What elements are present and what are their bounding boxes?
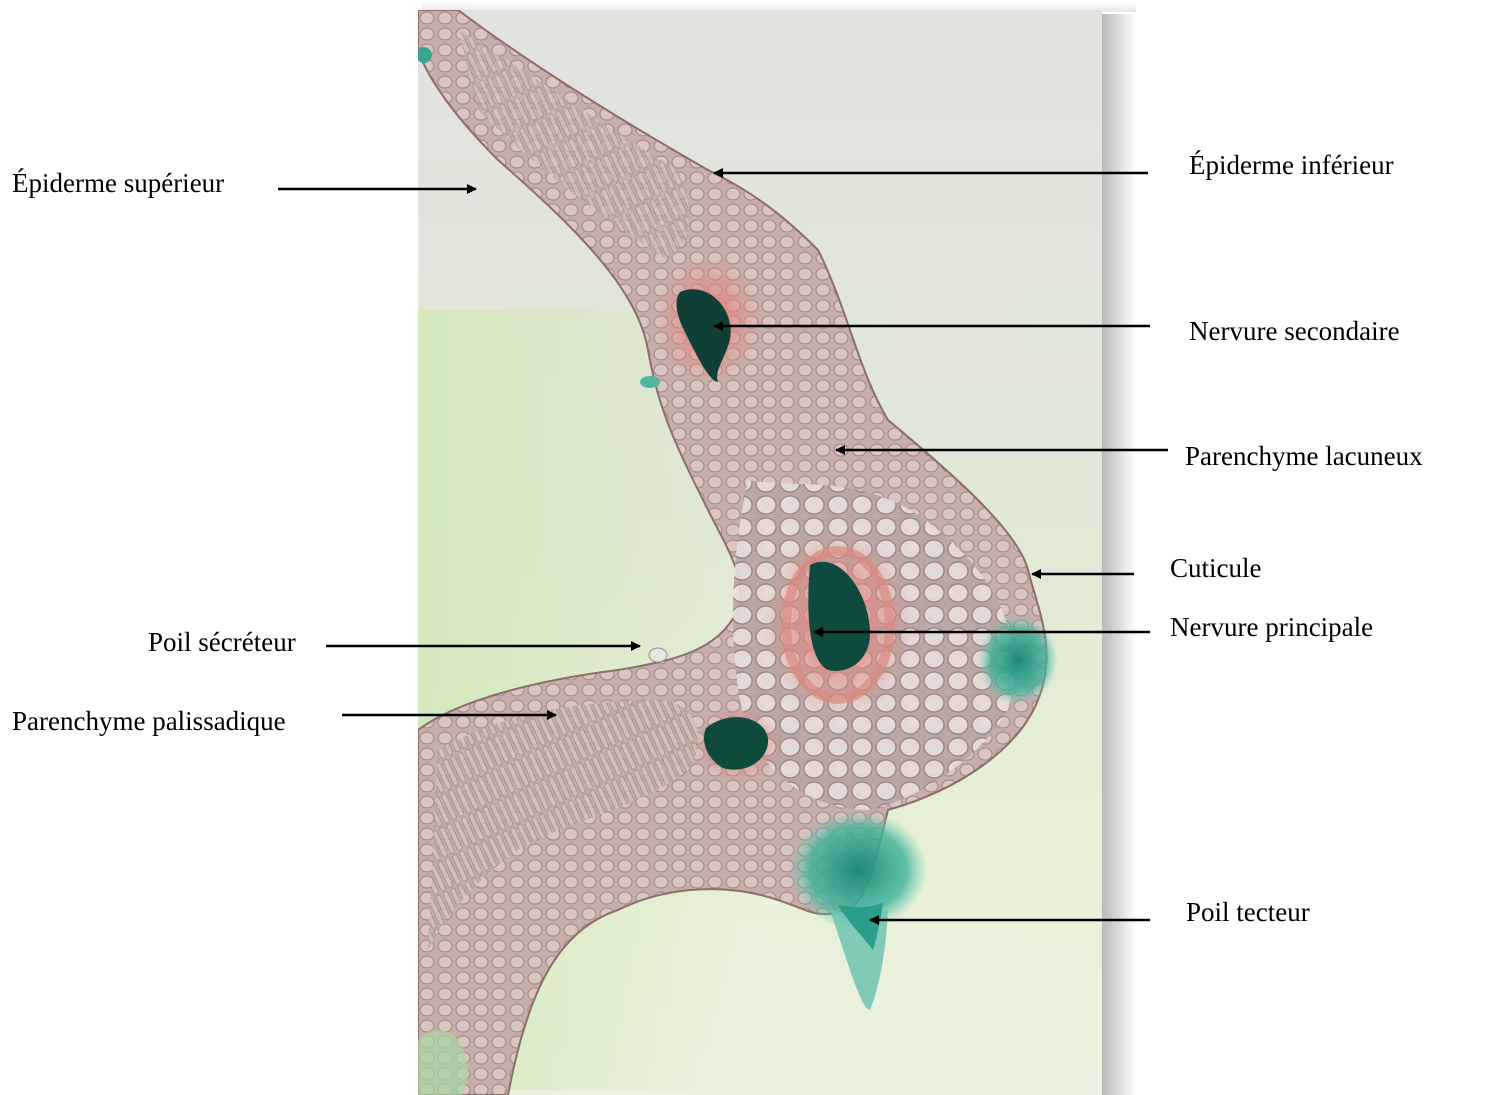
label-poil-secreteur: Poil sécréteur xyxy=(148,629,296,656)
label-cuticule: Cuticule xyxy=(1170,555,1261,582)
label-parenchyme-palissadique: Parenchyme palissadique xyxy=(12,708,286,735)
label-poil-tecteur: Poil tecteur xyxy=(1186,899,1310,926)
label-nervure-secondaire: Nervure secondaire xyxy=(1189,318,1400,345)
label-parenchyme-lacuneux: Parenchyme lacuneux xyxy=(1185,443,1423,470)
label-nervure-principale: Nervure principale xyxy=(1170,614,1373,641)
label-epiderme-superieur: Épiderme supérieur xyxy=(12,170,224,197)
label-epiderme-inferieur: Épiderme inférieur xyxy=(1189,152,1394,179)
